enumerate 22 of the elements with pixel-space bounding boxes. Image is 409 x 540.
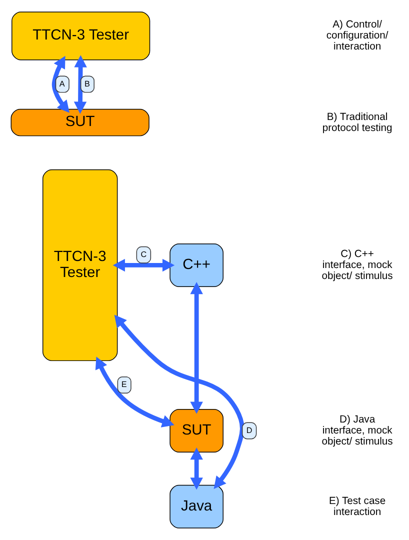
label: C) C++ interface, mock object/ stimulus <box>322 248 393 282</box>
label: A) Control/ configuration/ interaction <box>326 20 388 53</box>
arrow <box>190 447 203 490</box>
arrow <box>74 55 87 114</box>
label: E) Test case interaction <box>329 496 386 518</box>
edge-label: E <box>121 380 127 390</box>
arrow <box>112 258 175 272</box>
edge-label: D <box>246 426 252 435</box>
node-box: TTCN-3 Tester <box>12 12 150 60</box>
node-box: SUT <box>10 108 150 136</box>
node-box: SUT <box>170 408 224 452</box>
label: D) Java interface, mock object/ stimulus <box>322 414 393 448</box>
label: B) Traditional protocol testing <box>322 112 392 134</box>
node-box: TTCN-3 Tester <box>42 169 118 362</box>
arrow <box>95 356 174 428</box>
edge-label: C <box>140 250 147 259</box>
node-box: C++ <box>170 243 224 287</box>
arrow <box>114 314 244 489</box>
arrow <box>190 282 203 414</box>
edge-label: A <box>59 79 65 88</box>
node-box: Java <box>170 484 224 528</box>
edge-label: B <box>84 79 90 88</box>
